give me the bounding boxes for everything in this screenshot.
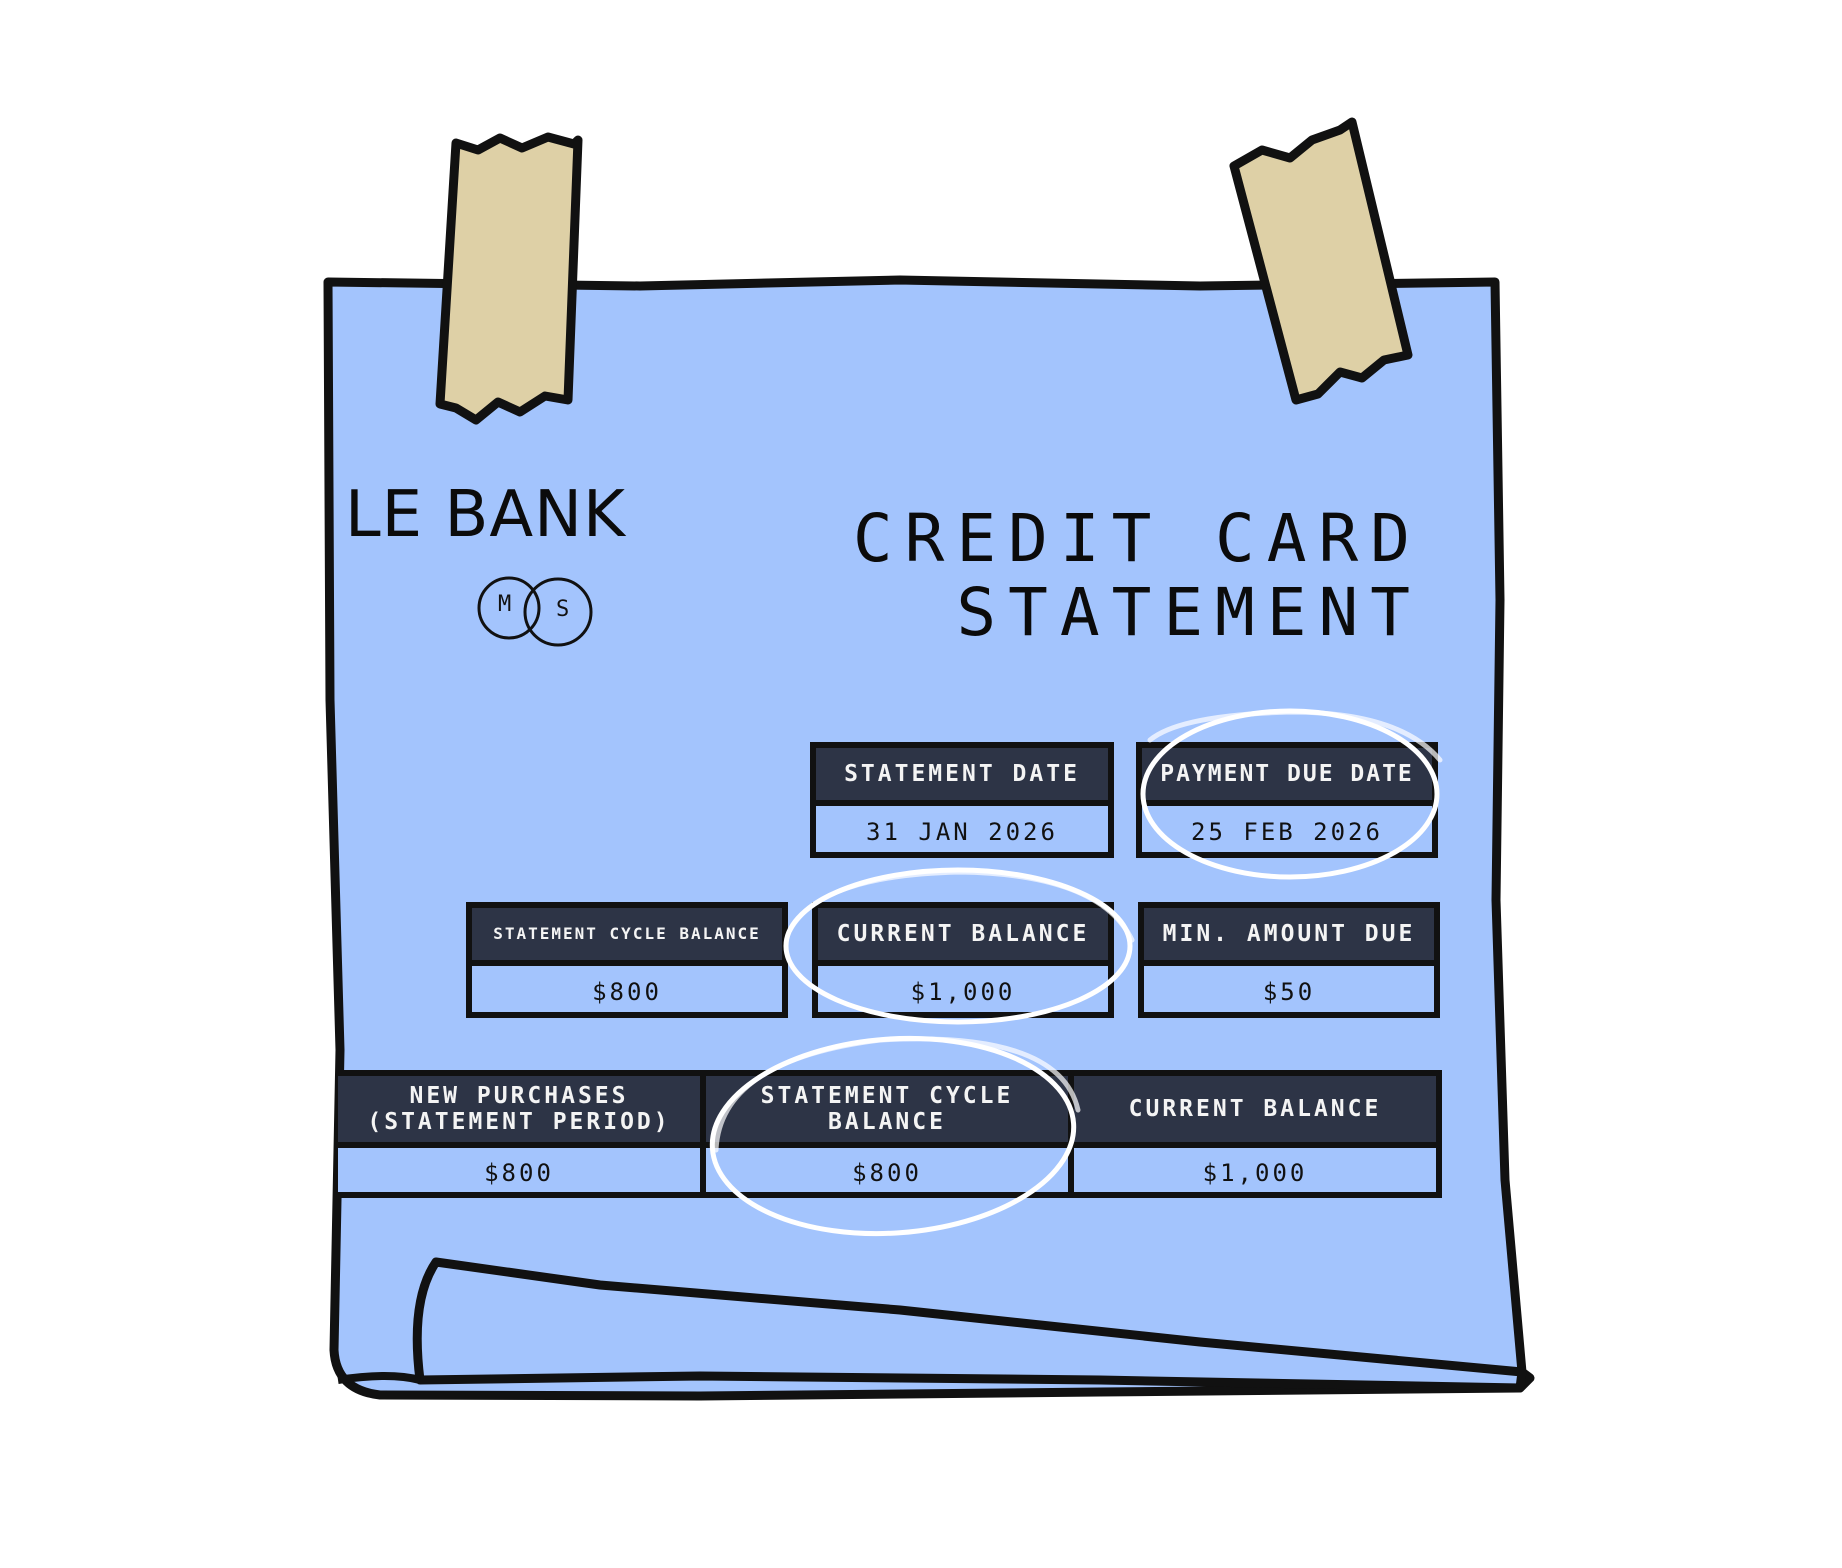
bank-logo-icon bbox=[477, 576, 593, 647]
logo-letter-m: M bbox=[498, 592, 512, 617]
statement-cycle-balance-label-2: STATEMENT CYCLE BALANCE bbox=[706, 1076, 1068, 1148]
paper-curl bbox=[412, 1257, 1527, 1393]
statement-date-box: STATEMENT DATE 31 JAN 2026 bbox=[810, 742, 1114, 858]
statement-cycle-balance-label: STATEMENT CYCLE BALANCE bbox=[472, 908, 782, 966]
statement-date-value: 31 JAN 2026 bbox=[866, 818, 1058, 846]
current-balance-box: CURRENT BALANCE $1,000 bbox=[812, 902, 1114, 1018]
logo-letter-s: S bbox=[556, 597, 570, 622]
statement-title: CREDIT CARD STATEMENT bbox=[852, 500, 1422, 651]
statement-cycle-balance-box: STATEMENT CYCLE BALANCE $800 bbox=[466, 902, 788, 1018]
right-tape bbox=[1229, 117, 1413, 405]
min-amount-due-value: $50 bbox=[1262, 978, 1316, 1006]
payment-due-date-box: PAYMENT DUE DATE 25 FEB 2026 bbox=[1136, 742, 1438, 858]
current-balance-value: $1,000 bbox=[910, 978, 1016, 1006]
current-balance-label-2: CURRENT BALANCE bbox=[1074, 1076, 1436, 1148]
payment-due-date-value: 25 FEB 2026 bbox=[1191, 818, 1383, 846]
statement-cycle-balance-box-2: STATEMENT CYCLE BALANCE $800 bbox=[700, 1070, 1074, 1198]
current-balance-label: CURRENT BALANCE bbox=[818, 908, 1108, 966]
statement-date-label: STATEMENT DATE bbox=[816, 748, 1108, 806]
payment-due-date-label: PAYMENT DUE DATE bbox=[1142, 748, 1432, 806]
new-purchases-value: $800 bbox=[484, 1159, 554, 1187]
current-balance-value-2: $1,000 bbox=[1202, 1159, 1308, 1187]
min-amount-due-box: MIN. AMOUNT DUE $50 bbox=[1138, 902, 1440, 1018]
new-purchases-label: NEW PURCHASES (STATEMENT PERIOD) bbox=[338, 1076, 700, 1148]
statement-cycle-balance-value: $800 bbox=[592, 978, 662, 1006]
new-purchases-box: NEW PURCHASES (STATEMENT PERIOD) $800 bbox=[338, 1070, 706, 1198]
left-tape bbox=[435, 132, 583, 425]
bank-name: LE BANK bbox=[345, 478, 626, 552]
statement-cycle-balance-value-2: $800 bbox=[852, 1159, 922, 1187]
min-amount-due-label: MIN. AMOUNT DUE bbox=[1144, 908, 1434, 966]
current-balance-box-2: CURRENT BALANCE $1,000 bbox=[1068, 1070, 1442, 1198]
